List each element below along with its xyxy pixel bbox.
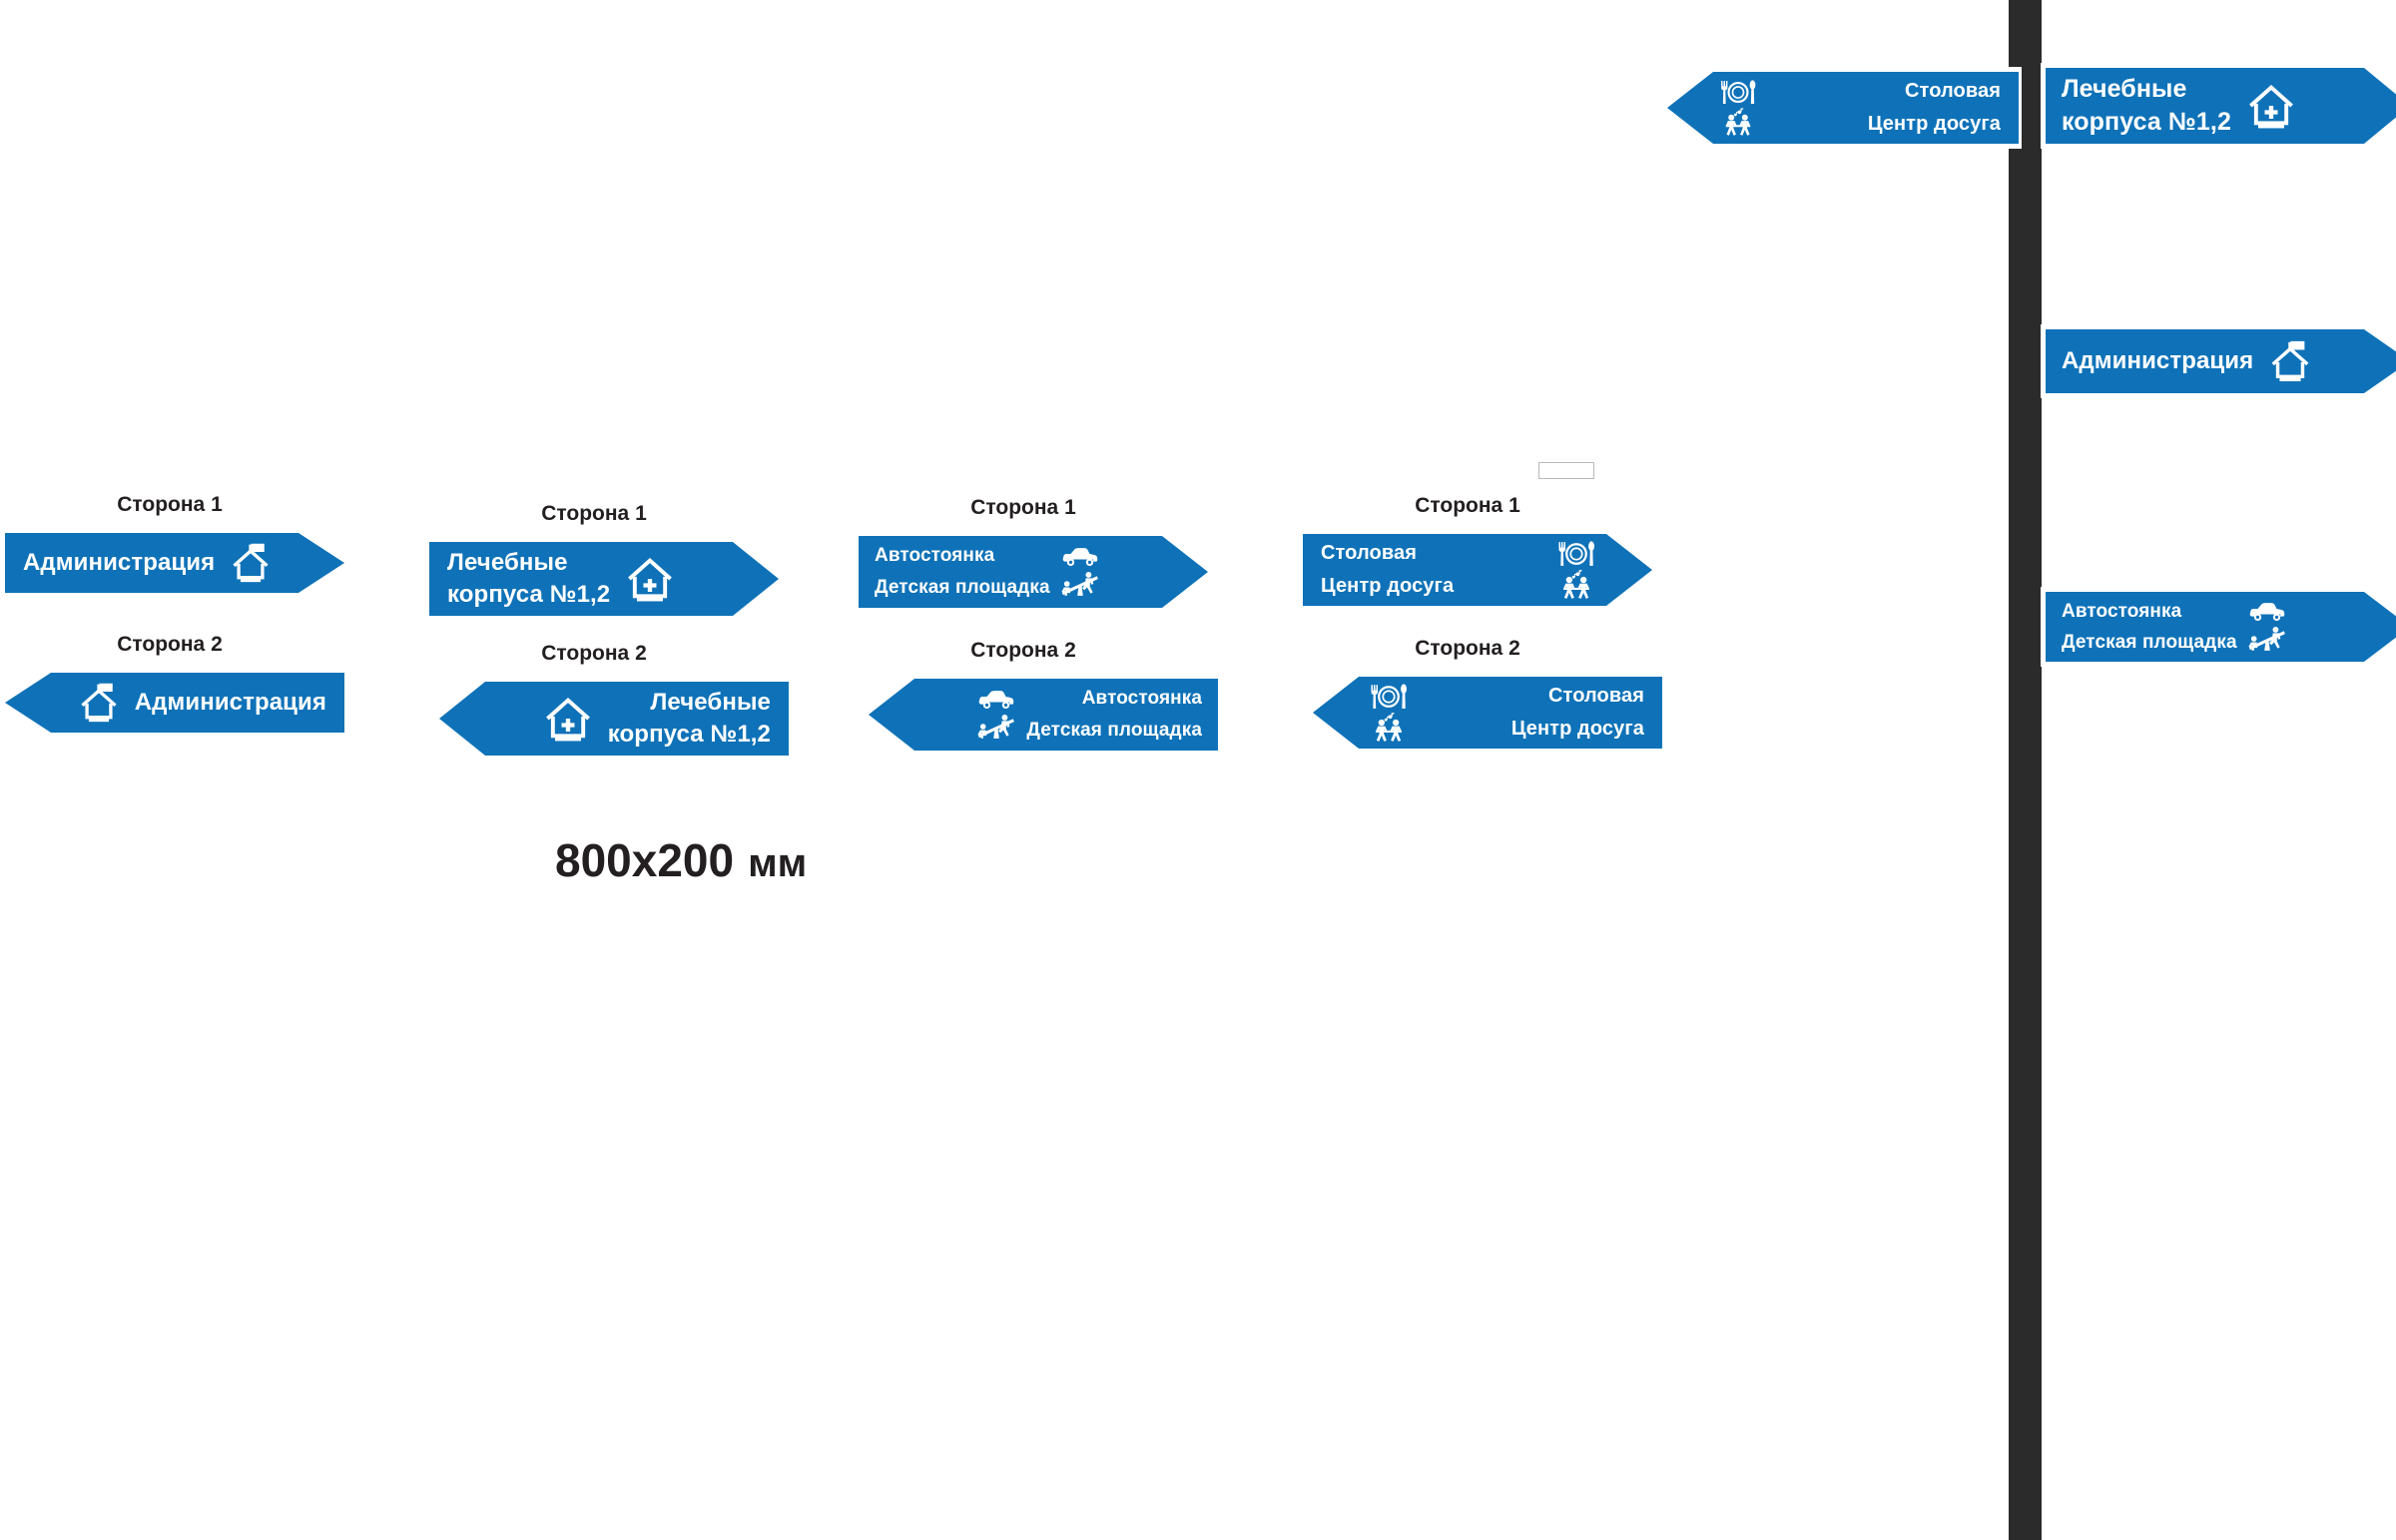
sign-text: Центр досуга [1510, 718, 1644, 740]
sign-text: Лечебные [447, 549, 568, 576]
sign-plate: Администрация [2041, 324, 2396, 398]
sign-text: Столовая [1321, 542, 1417, 564]
sign-plate: Администрация [0, 668, 349, 738]
sign-face: Автостоянка Детская площадка [2046, 592, 2396, 662]
sign-text: корпуса №1,2 [447, 581, 611, 608]
house-cross-icon [2245, 80, 2297, 132]
sign-plate: Столовая Центр досуга [1298, 529, 1657, 611]
sign-plate: Столовая Центр досуга [1662, 67, 2022, 149]
sign-text: Автостоянка [2062, 601, 2182, 622]
sign-line: Администрация [2046, 338, 2396, 384]
sign-text: Автостоянка [1081, 688, 1202, 709]
sign-text: корпуса №1,2 [607, 721, 771, 748]
house-flag-icon [77, 681, 121, 725]
car-icon [1061, 547, 1099, 569]
sign-text: Администрация [134, 689, 326, 716]
sign-plate: Лечебные корпуса №1,2 [434, 677, 794, 761]
sign-text: Лечебные [2062, 75, 2187, 103]
pole-sign-medical-buildings-right[interactable]: Лечебные корпуса №1,2 [2041, 63, 2396, 149]
side1-label-parking-playground: Сторона 1 [970, 496, 1076, 519]
seesaw-icon [1060, 570, 1100, 598]
sign-plate: Автостоянка Детская площадка [864, 674, 1223, 756]
sign-text: Столовая [1548, 685, 1644, 707]
side1-label-canteen-leisure: Сторона 1 [1415, 494, 1520, 517]
sign-administration-side2[interactable]: Администрация [0, 668, 349, 738]
pole-sign-canteen-leisure-left[interactable]: Столовая Центр досуга [1662, 67, 2022, 149]
dancers-icon [1369, 713, 1409, 743]
side2-label-canteen-leisure: Сторона 2 [1415, 637, 1520, 660]
sign-face: Столовая Центр досуга [1667, 72, 2019, 144]
car-icon [977, 690, 1015, 712]
sign-face: Администрация [2046, 329, 2396, 393]
cutlery-plate-icon [1719, 79, 1757, 106]
sign-text: Центр досуга [1867, 113, 2001, 135]
sign-plate: Лечебные корпуса №1,2 [424, 537, 784, 621]
sign-plate: Автостоянка Детская площадка [854, 531, 1213, 613]
sign-face: Лечебные корпуса №1,2 [429, 542, 779, 616]
sign-text: корпуса №1,2 [2062, 108, 2231, 136]
sign-text: Детская площадка [2062, 632, 2237, 653]
dancers-icon [1719, 108, 1757, 137]
side2-label-administration: Сторона 2 [117, 633, 223, 656]
sign-medical-buildings-side2[interactable]: Лечебные корпуса №1,2 [434, 677, 794, 761]
pole-sign-parking-playground-right[interactable]: Автостоянка Детская площадка [2041, 587, 2396, 667]
sign-text: Столовая [1905, 80, 2001, 102]
pole-sign-administration-right[interactable]: Администрация [2041, 324, 2396, 398]
cutlery-plate-icon [1556, 540, 1596, 568]
sign-text: Автостоянка [875, 545, 995, 566]
sign-canteen-leisure-side1[interactable]: Столовая Центр досуга [1298, 529, 1657, 611]
sign-text: Лечебные [650, 689, 771, 716]
sign-plate: Автостоянка Детская площадка [2041, 587, 2396, 667]
sign-text: Администрация [2062, 347, 2254, 374]
sign-line: Администрация [5, 681, 344, 725]
sign-parking-playground-side1[interactable]: Автостоянка Детская площадка [854, 531, 1213, 613]
sign-face: Столовая Центр досуга [1313, 677, 1662, 749]
side2-label-parking-playground: Сторона 2 [970, 639, 1076, 662]
sign-plate: Администрация [0, 528, 349, 598]
house-flag-icon [229, 541, 273, 585]
sign-parking-playground-side2[interactable]: Автостоянка Детская площадка [864, 674, 1223, 756]
sign-text: Администрация [23, 549, 216, 576]
sign-face: Лечебные корпуса №1,2 [439, 682, 789, 756]
sign-text: Детская площадка [875, 577, 1050, 598]
dimension-label: 800x200 мм [555, 833, 807, 887]
sign-face: Администрация [5, 673, 344, 733]
sign-face: Лечебные корпуса №1,2 [2046, 68, 2396, 144]
dimension-unit: мм [748, 841, 808, 885]
sign-text: Детская площадка [1026, 720, 1202, 741]
side1-label-administration: Сторона 1 [117, 493, 223, 516]
house-flag-icon [2267, 338, 2313, 384]
sign-medical-buildings-side1[interactable]: Лечебные корпуса №1,2 [424, 537, 784, 621]
empty-placeholder-box [1538, 462, 1594, 479]
side1-label-medical-buildings: Сторона 1 [541, 502, 647, 525]
seesaw-icon [2247, 625, 2287, 653]
sign-line: Администрация [5, 541, 344, 585]
side2-label-medical-buildings: Сторона 2 [541, 642, 647, 665]
car-icon [2248, 602, 2286, 624]
seesaw-icon [976, 713, 1016, 741]
sign-face: Администрация [5, 533, 344, 593]
dimension-number: 800x200 [555, 834, 735, 886]
dancers-icon [1556, 570, 1596, 600]
sign-face: Столовая Центр досуга [1303, 534, 1652, 606]
sign-canteen-leisure-side2[interactable]: Столовая Центр досуга [1308, 672, 1667, 754]
sign-face: Автостоянка Детская площадка [869, 679, 1218, 751]
sign-text: Центр досуга [1321, 575, 1455, 597]
sign-plate: Лечебные корпуса №1,2 [2041, 63, 2396, 149]
sign-face: Автостоянка Детская площадка [859, 536, 1208, 608]
cutlery-plate-icon [1369, 683, 1409, 711]
sign-plate: Столовая Центр досуга [1308, 672, 1667, 754]
house-cross-icon [542, 693, 594, 745]
house-cross-icon [624, 553, 676, 605]
sign-pole [2009, 0, 2042, 1540]
sign-administration-side1[interactable]: Администрация [0, 528, 349, 598]
